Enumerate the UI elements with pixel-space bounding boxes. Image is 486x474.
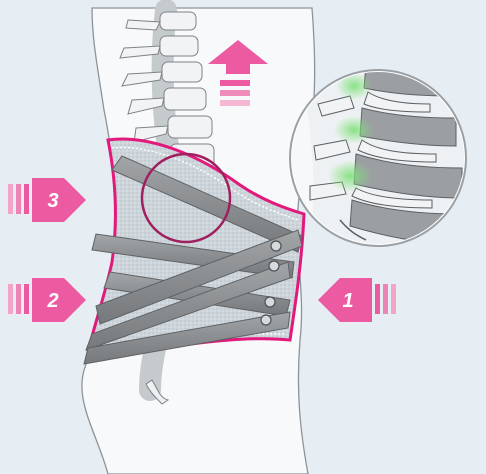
- arrow-label-3: 3: [47, 190, 58, 212]
- arrow-label-2: 2: [46, 290, 58, 312]
- arrow-label-1: 1: [342, 290, 353, 312]
- arrow-left-lower: 2: [8, 278, 86, 322]
- spine-detail-icon: [290, 64, 470, 250]
- arrow-right: 1: [318, 278, 396, 322]
- arrow-left-upper: 3: [8, 178, 86, 222]
